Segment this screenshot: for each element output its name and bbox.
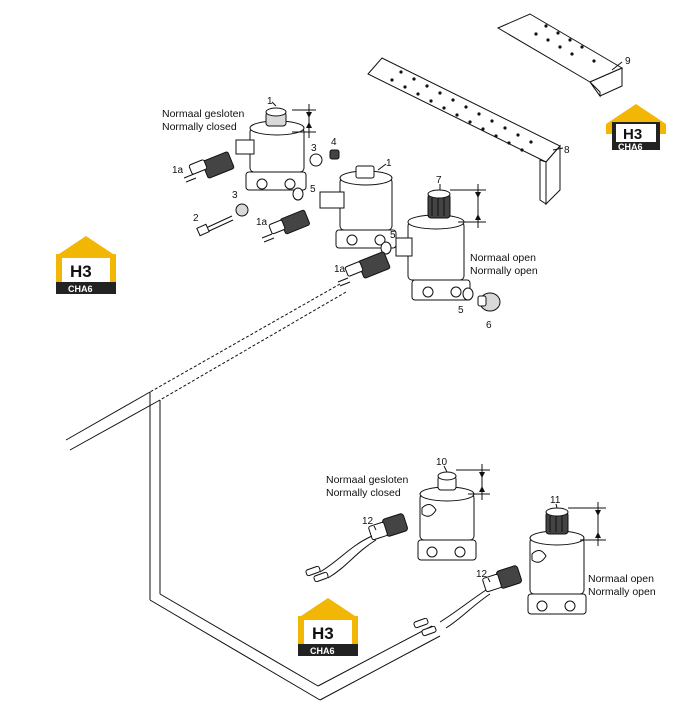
watermark-bottom-bottom: CHA6 <box>310 646 335 656</box>
label-normally-open-en-2: Normally open <box>588 586 656 598</box>
seal-5-a <box>292 187 304 201</box>
harness-outline <box>65 283 441 701</box>
callout-11: 11 <box>550 495 561 506</box>
label-normally-closed-nl-2: Normaal gesloten <box>326 474 408 486</box>
callout-10: 10 <box>436 457 448 468</box>
connector-12-lower <box>413 565 522 637</box>
watermark-logo-left: H3 CHA6 <box>56 236 116 294</box>
valve-1-middle <box>319 165 397 249</box>
callout-1a-upper: 1a <box>172 165 184 176</box>
watermark-bottom-right: CHA6 <box>618 142 643 152</box>
callout-4: 4 <box>331 137 337 148</box>
label-normally-closed-en-2: Normally closed <box>326 487 401 499</box>
bolt-2 <box>196 215 234 237</box>
callout-5-a: 5 <box>310 184 316 195</box>
seal-5-b <box>380 241 392 255</box>
label-normally-open-en-1: Normally open <box>470 265 538 277</box>
connector-12-upper <box>305 513 408 583</box>
callout-1a-lower: 1a <box>334 264 346 275</box>
callout-8: 8 <box>564 145 570 156</box>
callout-2: 2 <box>193 213 199 224</box>
connector-1a-middle <box>261 209 310 243</box>
callout-12-upper: 12 <box>362 516 374 527</box>
nut-4 <box>329 149 340 160</box>
callout-12-lower: 12 <box>476 569 488 580</box>
valve-1-upper <box>235 107 307 191</box>
watermark-logo-right: H3 CHA6 <box>606 104 666 152</box>
plug-6 <box>477 292 501 312</box>
connector-1a-lower <box>337 251 391 287</box>
valve-11 <box>527 507 587 615</box>
seal-5-c <box>462 287 474 301</box>
bracket-9 <box>496 13 624 98</box>
valve-10 <box>417 471 477 561</box>
label-normally-closed-en-1: Normally closed <box>162 121 237 133</box>
callout-5-b: 5 <box>390 230 396 241</box>
callout-7: 7 <box>436 175 442 186</box>
watermark-logo-bottom: H3 CHA6 <box>298 598 358 656</box>
label-normally-open-nl-2: Normaal open <box>588 573 654 585</box>
callout-3-lower: 3 <box>232 190 238 201</box>
watermark-bottom-left: CHA6 <box>68 284 93 294</box>
label-normally-closed-nl-1: Normaal gesloten <box>162 108 244 120</box>
washer-3-upper <box>309 153 323 167</box>
callout-6: 6 <box>486 320 492 331</box>
watermark-top-bottom: H3 <box>312 624 334 643</box>
callout-5-c: 5 <box>458 305 464 316</box>
watermark-top-right: H3 <box>623 126 642 143</box>
connector-1a-upper <box>183 151 235 183</box>
valve-7 <box>395 189 471 301</box>
watermark-top-left: H3 <box>70 262 92 281</box>
label-normally-open-nl-1: Normaal open <box>470 252 536 264</box>
washer-3-lower <box>235 203 249 217</box>
callout-1-upper: 1 <box>267 96 273 107</box>
callout-1a-middle: 1a <box>256 217 268 228</box>
bracket-8 <box>367 57 561 206</box>
callout-1-middle: 1 <box>386 158 392 169</box>
callout-9: 9 <box>625 56 631 67</box>
callout-3-upper: 3 <box>311 143 317 154</box>
